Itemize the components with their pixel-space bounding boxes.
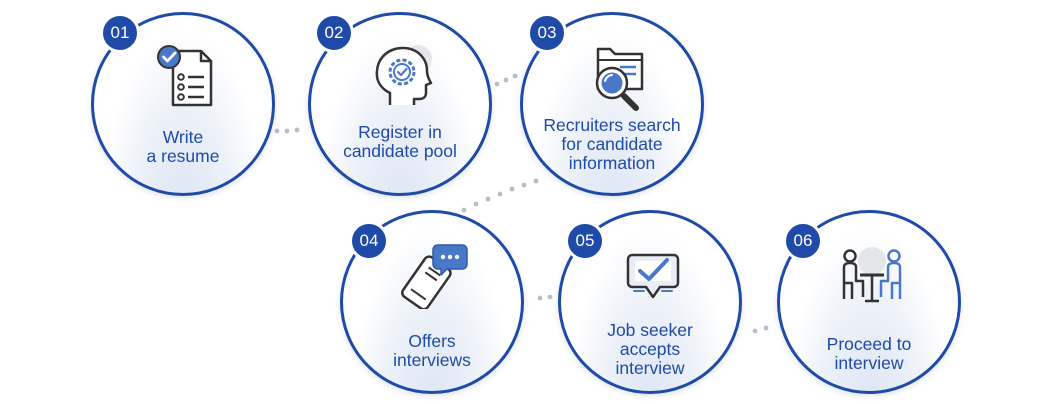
step-number-badge: 01 [100,13,140,53]
phone-chat-icon [400,239,470,311]
step-number-badge: 02 [314,13,354,53]
step-label: Job seeker accepts interview [607,320,693,378]
resume-checklist-icon [151,41,221,111]
folder-search-icon [580,41,650,111]
step-number-badge: 04 [349,221,389,261]
interview-table-icon [837,239,907,309]
step-number-badge: 06 [783,221,823,261]
step-label: Register in candidate pool [343,122,457,161]
step-number-badge: 03 [527,13,567,53]
step-06-circle: Proceed to interview [777,210,961,394]
step-label: Proceed to interview [826,334,912,373]
step-label: Write a resume [146,127,220,166]
step-label: Recruiters search for candidate informat… [543,115,681,173]
step-03-circle: Recruiters search for candidate informat… [520,12,704,196]
step-label: Offers interviews [393,331,471,370]
head-gear-icon [368,41,438,111]
step-02-circle: Register in candidate pool [308,12,492,196]
step-number-badge: 05 [565,221,605,261]
checkmark-message-icon [618,239,688,309]
